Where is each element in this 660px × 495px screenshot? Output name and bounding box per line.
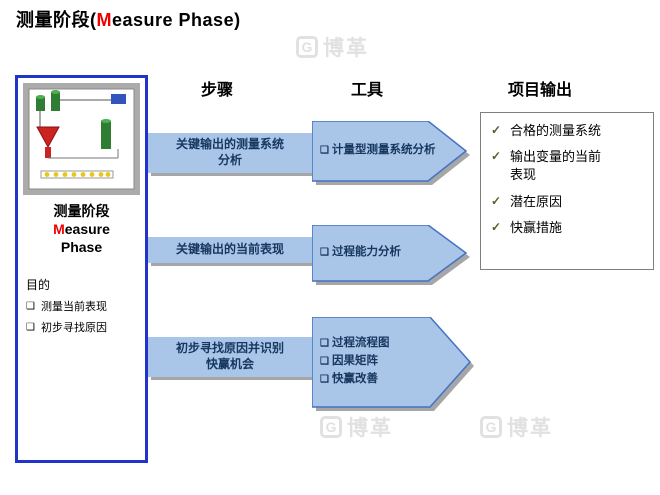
- purpose-item: ❑ 测量当前表现: [26, 300, 145, 314]
- tool-arrow-1: ❑ 计量型测量系统分析: [312, 121, 474, 187]
- step-bar-3: 初步寻找原因并识别 快赢机会: [148, 337, 312, 377]
- tool-list: ❑ 过程流程图 ❑ 因果矩阵 ❑ 快赢改善: [320, 317, 470, 407]
- tool-list: ❑ 过程能力分析: [320, 225, 470, 281]
- tool-item: ❑ 快赢改善: [320, 371, 470, 389]
- column-header-tools: 工具: [351, 82, 384, 99]
- tool-item-text: 计量型测量系统分析: [331, 144, 436, 157]
- tool-item: ❑ 过程流程图: [320, 335, 470, 353]
- watermark-g-icon: G: [480, 416, 502, 438]
- watermark-logo: G 博革: [480, 412, 553, 442]
- measure-phase-panel: 测量阶段 Measure Phase 目的 ❑ 测量当前表现 ❑ 初步寻找原因: [15, 75, 148, 463]
- watermark-g-icon: G: [320, 416, 342, 438]
- checkmark-icon: ✓: [491, 219, 502, 234]
- square-bullet-icon: ❑: [320, 374, 329, 386]
- output-item: ✓ 快赢措施: [491, 219, 647, 237]
- tool-list: ❑ 计量型测量系统分析: [320, 121, 470, 181]
- output-item-text: 输出变量的当前表现: [510, 149, 602, 183]
- output-item: ✓ 输出变量的当前表现: [491, 148, 647, 184]
- arrow-shape: [312, 121, 470, 185]
- tool-item: ❑ 因果矩阵: [320, 353, 470, 371]
- square-bullet-icon: ❑: [26, 322, 35, 334]
- purpose-label: 目的: [26, 278, 51, 292]
- tool-item-text: 快赢改善: [331, 372, 378, 385]
- phase-name-cn: 测量阶段: [53, 203, 110, 219]
- step-text-line: 关键输出的当前表现: [175, 242, 284, 257]
- tool-item-text: 因果矩阵: [331, 355, 378, 368]
- process-diagram-image: [23, 83, 140, 195]
- step-text-line: 初步寻找原因并识别: [175, 341, 284, 356]
- arrow-shape: [312, 317, 474, 411]
- title-prefix: 测量阶段(: [16, 10, 97, 30]
- checkmark-icon: ✓: [491, 123, 502, 137]
- tool-arrow-2: ❑ 过程能力分析: [312, 225, 474, 287]
- title-highlight-letter: M: [96, 10, 112, 30]
- square-bullet-icon: ❑: [320, 338, 329, 350]
- column-header-steps: 步骤: [201, 82, 234, 99]
- step-text-line: 关键输出的测量系统: [175, 137, 284, 152]
- title-suffix: easure Phase): [112, 10, 241, 30]
- tool-item: ❑ 计量型测量系统分析: [320, 142, 470, 160]
- checkmark-icon: ✓: [491, 149, 502, 164]
- watermark-g-icon: G: [296, 36, 318, 58]
- step-text-line: 快赢机会: [205, 357, 254, 371]
- output-item-text: 合格的测量系统: [510, 123, 602, 138]
- project-output-box: ✓ 合格的测量系统 ✓ 输出变量的当前表现 ✓ 潜在原因 ✓ 快赢措施: [480, 112, 654, 270]
- watermark-text: 博革: [507, 417, 553, 440]
- purpose-item-text: 测量当前表现: [41, 301, 107, 313]
- square-bullet-icon: ❑: [320, 247, 329, 259]
- watermark-logo: G 博革: [320, 412, 393, 442]
- step-text-line: 分析: [217, 153, 242, 167]
- column-header-outputs: 项目输出: [508, 82, 573, 99]
- square-bullet-icon: ❑: [320, 356, 329, 368]
- output-item: ✓ 潜在原因: [491, 193, 647, 211]
- step-bar-1: 关键输出的测量系统 分析: [148, 133, 312, 173]
- tool-item-text: 过程能力分析: [331, 246, 401, 259]
- purpose-item: ❑ 初步寻找原因: [26, 321, 145, 335]
- checkmark-icon: ✓: [491, 193, 502, 208]
- purpose-item-text: 初步寻找原因: [41, 322, 107, 335]
- tool-item: ❑ 过程能力分析: [320, 244, 470, 262]
- phase-en-highlight: M: [53, 221, 65, 237]
- square-bullet-icon: ❑: [320, 145, 329, 157]
- phase-name-en-line2: Phase: [60, 238, 103, 255]
- output-item-text: 快赢措施: [510, 219, 563, 235]
- watermark-text: 博革: [323, 37, 369, 60]
- process-diagram-svg: [23, 83, 140, 195]
- phase-en-rest: easure: [64, 221, 110, 237]
- watermark-text: 博革: [347, 417, 393, 440]
- tool-item-text: 过程流程图: [331, 337, 390, 350]
- output-item: ✓ 合格的测量系统: [491, 122, 647, 140]
- arrow-shape: [312, 225, 470, 285]
- watermark-logo: G 博革: [296, 32, 369, 62]
- tool-arrow-3: ❑ 过程流程图 ❑ 因果矩阵 ❑ 快赢改善: [312, 317, 476, 413]
- square-bullet-icon: ❑: [26, 301, 35, 312]
- output-item-text: 潜在原因: [510, 193, 563, 209]
- step-bar-2: 关键输出的当前表现: [148, 237, 312, 263]
- phase-name-en: Measure: [18, 221, 145, 239]
- page-title: 测量阶段(Measure Phase): [16, 6, 241, 32]
